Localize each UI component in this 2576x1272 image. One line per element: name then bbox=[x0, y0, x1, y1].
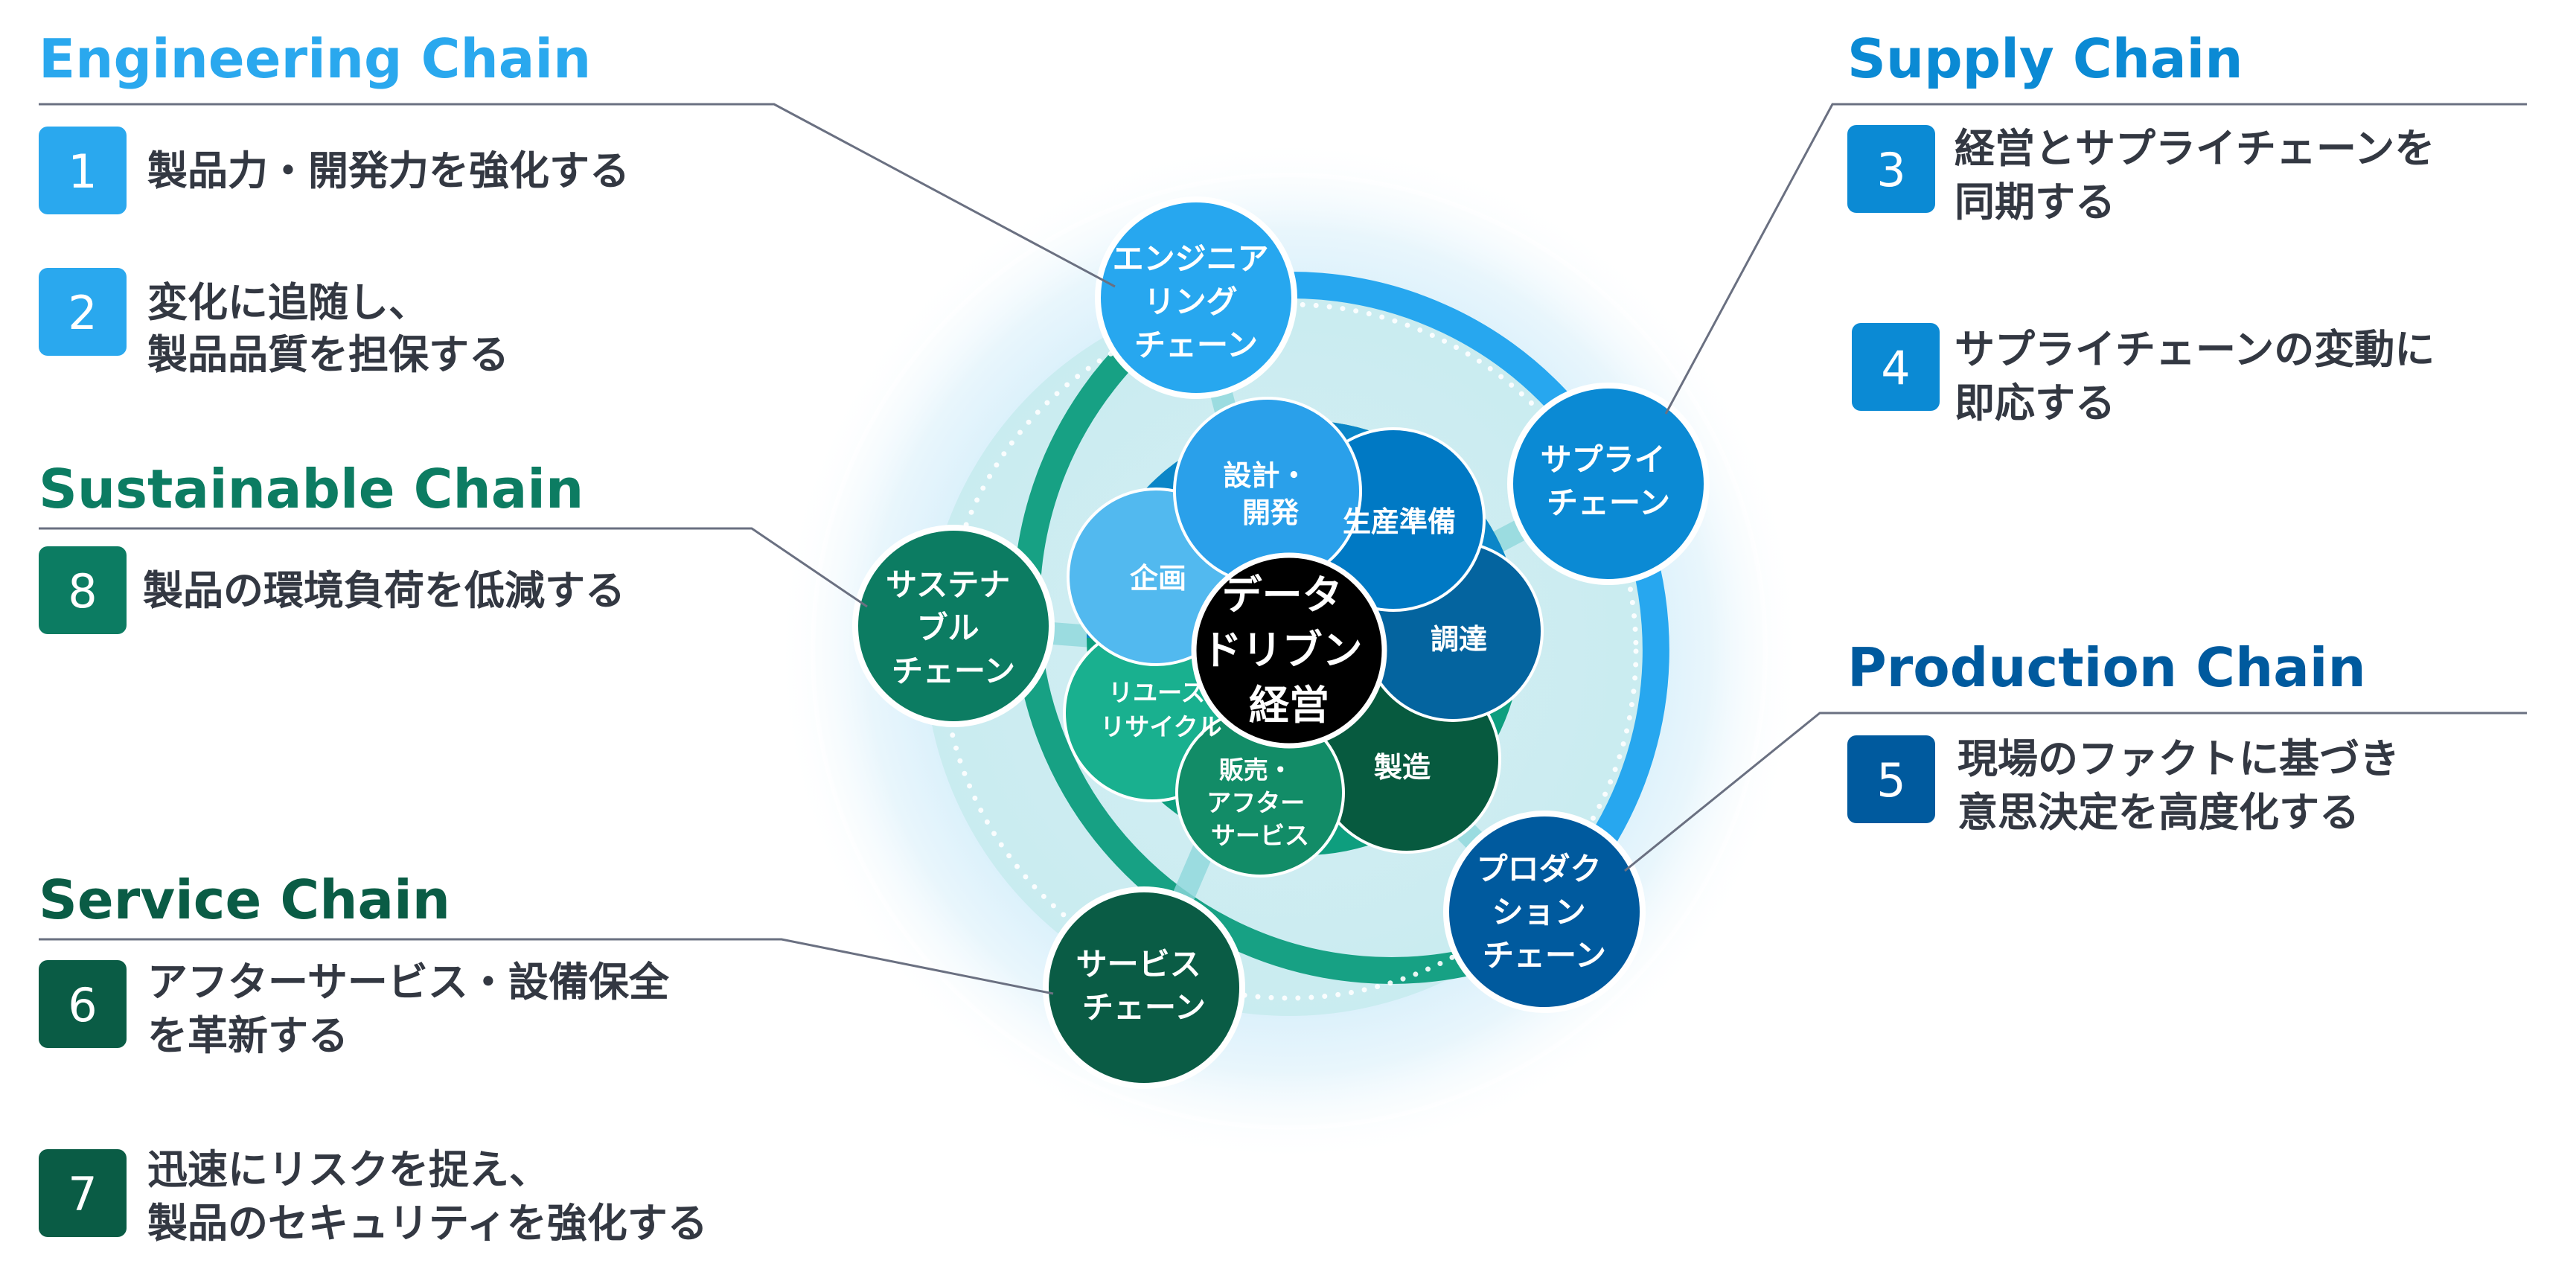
number-badge-label: 4 bbox=[1881, 341, 1910, 395]
glow-ring bbox=[811, 173, 1768, 1130]
production-chain-title: Production Chain bbox=[1847, 636, 2366, 699]
number-badge-label: 3 bbox=[1876, 143, 1905, 197]
petal-production-prep-label: 生産準備 bbox=[1343, 505, 1456, 538]
node-sustainable-label: サステナ ブル チェーン bbox=[886, 566, 1021, 689]
supply-chain-title: Supply Chain bbox=[1847, 28, 2243, 90]
connector-supply bbox=[1664, 103, 2527, 415]
number-badge bbox=[1847, 735, 1935, 823]
node-sustainable: サステナ ブル チェーン bbox=[852, 525, 1055, 727]
number-badge bbox=[39, 1149, 127, 1237]
service-item-6: 6 アフターサービス・設備保全 を革新する bbox=[39, 959, 683, 1059]
number-badge bbox=[39, 960, 127, 1048]
inner-flower bbox=[1063, 397, 1544, 878]
goal-text: サプライチェーンの変動に 即応する bbox=[1955, 326, 2449, 426]
number-badge bbox=[39, 546, 127, 634]
sustainable-item-8: 8 製品の環境負荷を低減する bbox=[39, 546, 625, 634]
number-badge-label: 6 bbox=[68, 978, 97, 1032]
goal-text: 変化に追随し、 製品品質を担保する bbox=[147, 279, 509, 378]
number-badge-label: 5 bbox=[1876, 753, 1905, 808]
number-badge-label: 7 bbox=[68, 1167, 97, 1221]
number-badge bbox=[1847, 125, 1935, 213]
core-label: データ ドリブン 経営 bbox=[1202, 572, 1377, 729]
petal-sales-service-label: 販売・ アフター サービス bbox=[1206, 755, 1314, 850]
sustainable-chain-title: Sustainable Chain bbox=[39, 458, 584, 520]
number-badge-label: 1 bbox=[68, 144, 97, 199]
supply-item-3: 3 経営とサプライチェーンを 同期する bbox=[1847, 125, 2449, 226]
connector-lines bbox=[39, 103, 2527, 995]
connector-sustainable bbox=[39, 527, 868, 608]
node-engineering: エンジニア リング チェーン bbox=[1095, 196, 1297, 399]
goal-text: 経営とサプライチェーンを 同期する bbox=[1955, 125, 2449, 226]
number-badge bbox=[39, 268, 127, 356]
node-service: サービス チェーン bbox=[1043, 886, 1245, 1089]
node-production-label: プロダク ション チェーン bbox=[1477, 851, 1613, 974]
number-badge-label: 2 bbox=[68, 286, 97, 340]
ring-green-segment bbox=[1013, 286, 1490, 984]
node-production: プロダク ション チェーン bbox=[1443, 811, 1646, 1013]
goal-text: 製品力・開発力を強化する bbox=[147, 147, 630, 194]
connector-service bbox=[39, 938, 1054, 995]
service-chain-title: Service Chain bbox=[39, 869, 450, 931]
engineering-chain-title: Engineering Chain bbox=[39, 28, 591, 90]
engineering-item-2: 2 変化に追随し、 製品品質を担保する bbox=[39, 268, 509, 378]
goal-text: 現場のファクトに基づき 意思決定を高度化する bbox=[1957, 735, 2414, 836]
node-supply-label: サプライ チェーン bbox=[1541, 441, 1677, 521]
petal-manufacturing-label: 製造 bbox=[1374, 751, 1431, 784]
connector-engineering bbox=[39, 103, 1116, 288]
petal-planning-label: 企画 bbox=[1130, 562, 1186, 595]
engineering-item-1: 1 製品力・開発力を強化する bbox=[39, 127, 630, 214]
petal-reuse-label: リユース リサイクル bbox=[1100, 678, 1221, 741]
core-circle bbox=[1191, 552, 1387, 749]
number-badge bbox=[39, 127, 127, 214]
petal-design-label: 設計・ 開発 bbox=[1223, 459, 1317, 529]
supply-item-4: 4 サプライチェーンの変動に 即応する bbox=[1852, 323, 2449, 426]
service-item-7: 7 迅速にリスクを捉え、 製品のセキュリティを強化する bbox=[39, 1146, 708, 1247]
goal-text: アフターサービス・設備保全 を革新する bbox=[147, 959, 683, 1059]
node-supply: サプライ チェーン bbox=[1507, 383, 1710, 585]
goal-text: 製品の環境負荷を低減する bbox=[143, 567, 625, 614]
node-engineering-label: エンジニア リング チェーン bbox=[1113, 240, 1280, 363]
production-item-5: 5 現場のファクトに基づき 意思決定を高度化する bbox=[1847, 735, 2414, 836]
connector-production bbox=[1624, 712, 2527, 872]
petal-procurement-label: 調達 bbox=[1431, 623, 1487, 656]
node-service-label: サービス チェーン bbox=[1076, 946, 1212, 1026]
goal-text: 迅速にリスクを捉え、 製品のセキュリティを強化する bbox=[147, 1146, 708, 1247]
number-badge-label: 8 bbox=[68, 564, 97, 619]
number-badge bbox=[1852, 323, 1940, 411]
